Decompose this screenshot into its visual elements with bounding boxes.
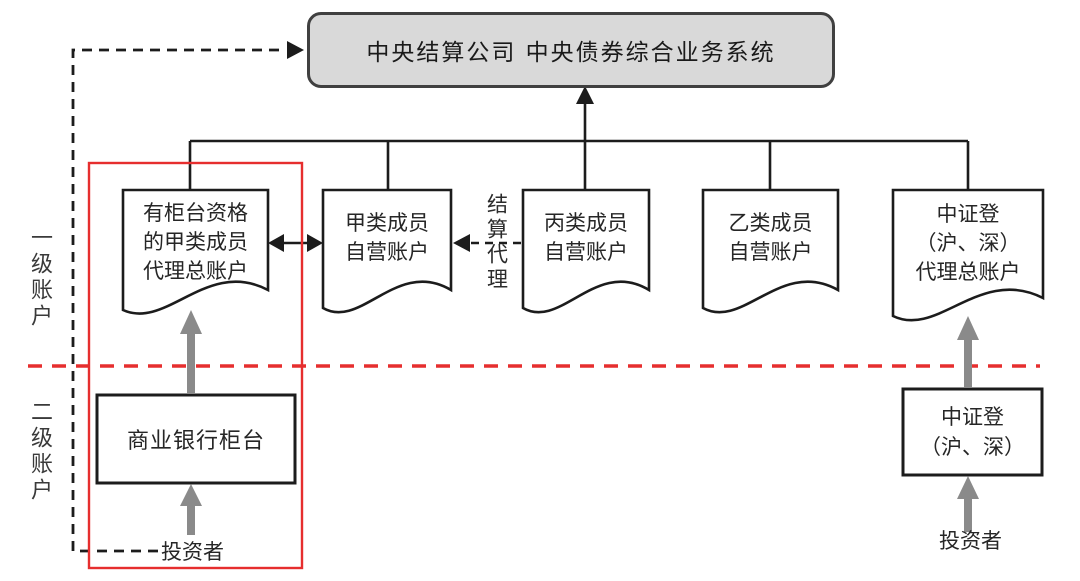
account-class-c-label: 丙类成员 自营账户 <box>544 211 628 264</box>
account-class-a-label: 甲类成员 自营账户 <box>345 211 429 264</box>
csdc-label: 中证登 （沪、深） <box>920 405 1025 459</box>
dashed-investor-to-system <box>71 41 304 553</box>
bank-counter-label: 商业银行柜台 <box>126 429 265 454</box>
settlement-agent-label: 结算代理 <box>484 193 509 293</box>
grey-arrow-bank-to-otc <box>180 310 202 394</box>
account-otc-agent-label: 有柜台资格 的甲类成员 代理总账户 <box>143 200 248 283</box>
doc-shape-class-a <box>321 188 453 314</box>
dashed-arrow-settlement-agent <box>453 234 521 252</box>
doc-shape-otc-agent <box>121 188 270 315</box>
system-node <box>307 12 835 88</box>
tier2-label: 二级账户 <box>27 400 52 504</box>
investor-left-label: 投资者 <box>161 540 224 564</box>
bank-counter-box <box>95 393 297 485</box>
system-label: 中央结算公司 中央债券综合业务系统 <box>366 40 776 66</box>
bus-line <box>188 139 970 190</box>
doc-shape-class-c <box>521 188 651 314</box>
grey-arrow-csdc-to-agent <box>957 316 979 388</box>
account-class-b-label: 乙类成员 自营账户 <box>728 211 813 264</box>
csdc-box <box>901 387 1044 477</box>
arrow-up-to-system <box>576 86 594 190</box>
grey-arrow-investor-to-bank <box>180 484 202 535</box>
grey-arrow-investor-to-csdc <box>957 476 979 532</box>
investor-right-label: 投资者 <box>939 529 1002 553</box>
account-csdc-agent-label: 中证登 （沪、深） 代理总账户 <box>915 201 1021 284</box>
double-arrow-otc-classa <box>268 234 323 252</box>
tier1-label: 一级账户 <box>27 226 52 330</box>
doc-shape-csdc-agent <box>891 188 1045 322</box>
otc-highlight-frame <box>87 161 304 570</box>
doc-shape-class-b <box>701 188 840 314</box>
